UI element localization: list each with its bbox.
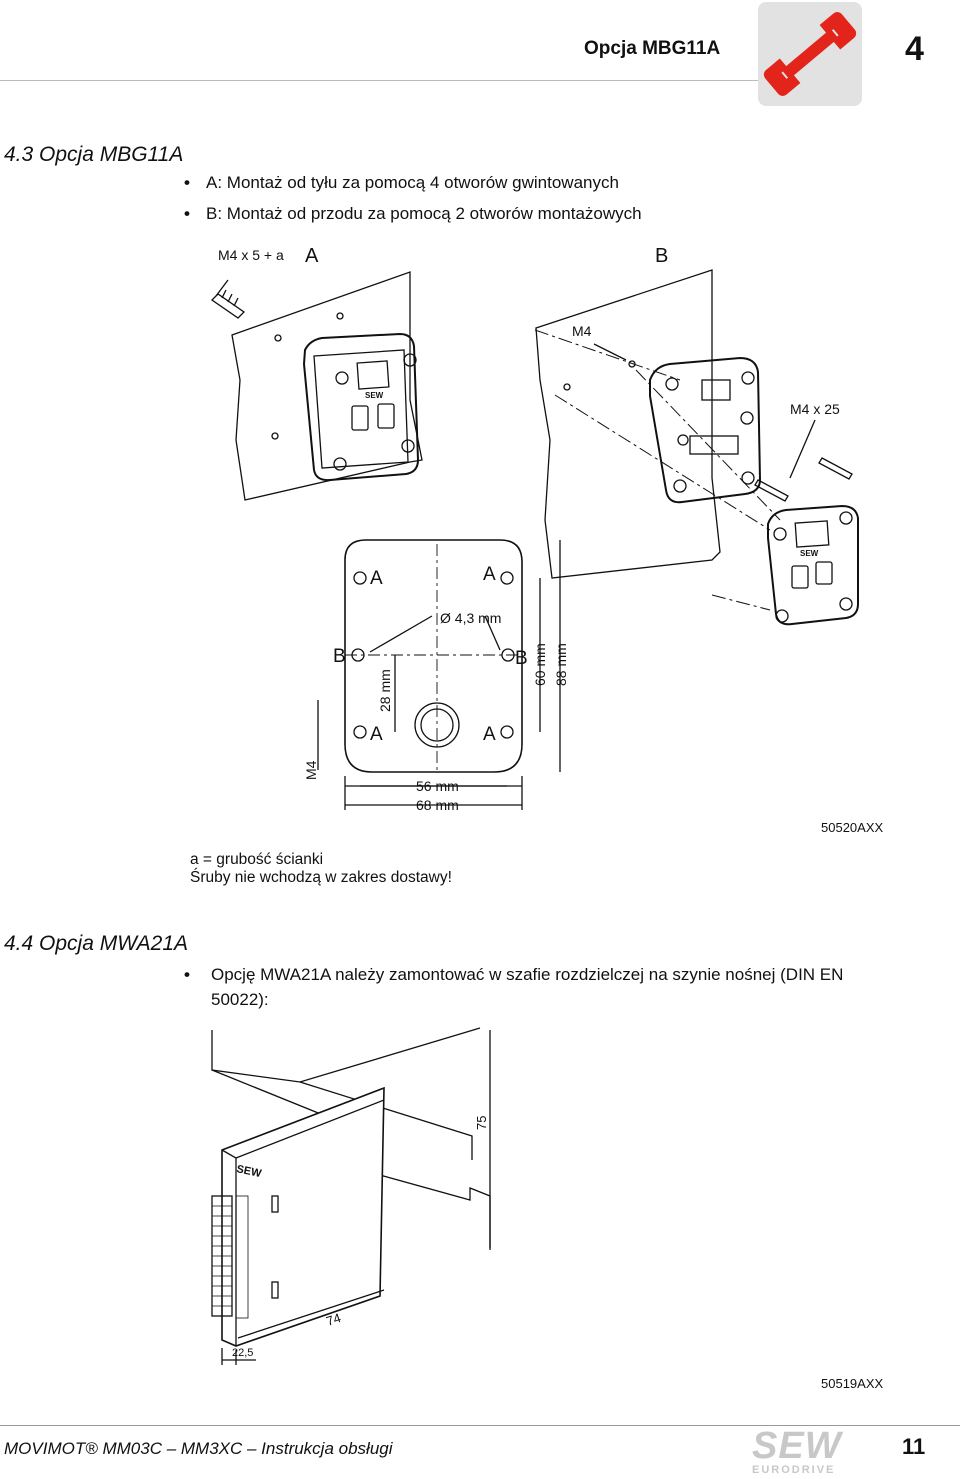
- fig-label-m4-side: M4: [303, 760, 319, 780]
- fig-label-hole-dia: Ø 4,3 mm: [440, 610, 501, 626]
- note-screws: Śruby nie wchodzą w zakres dostawy!: [190, 869, 452, 886]
- note-wall-thickness: a = grubość ścianki: [190, 851, 324, 868]
- fig-label-b: B: [655, 245, 668, 267]
- figure-ref: 50520AXX: [821, 820, 884, 835]
- sew-eurodrive-logo: SEW EURODRIVE: [752, 1425, 862, 1476]
- flat-label-a: A: [370, 724, 383, 745]
- footer-doc-title: MOVIMOT® MM03C – MM3XC – Instrukcja obsł…: [4, 1439, 393, 1458]
- mbg11a-mounting-figure: M4 x 5 + a A B M4 M4 x 25 A A B B A A Ø …: [210, 245, 859, 813]
- device-brand: SEW: [800, 549, 819, 558]
- bullet-text: Opcję MWA21A należy zamontować w szafie …: [211, 965, 844, 1009]
- mwa21a-rail-figure: 75 74 22,5 SEW: [211, 1027, 491, 1365]
- flat-label-b: B: [333, 646, 346, 667]
- section-heading-4-4: 4.4 Opcja MWA21A: [4, 932, 189, 955]
- section-heading-4-3: 4.3 Opcja MBG11A: [4, 143, 184, 166]
- fig-label-75: 75: [474, 1116, 489, 1130]
- wrench-tab: [758, 2, 862, 106]
- bullet-item: •Opcję MWA21A należy zamontować w szafie…: [184, 962, 904, 1012]
- footer-divider: [0, 1425, 960, 1426]
- bullet-item: •A: Montaż od tyłu za pomocą 4 otworów g…: [184, 173, 619, 192]
- fig-label-screw-a: M4 x 5 + a: [218, 247, 284, 263]
- header-divider: [0, 80, 758, 81]
- chapter-number: 4: [905, 30, 924, 68]
- wrench-icon: [763, 12, 857, 96]
- fig-label-60: 60 mm: [532, 643, 548, 686]
- fig-label-74: 74: [324, 1310, 342, 1329]
- page-number: 11: [902, 1434, 926, 1459]
- fig-label-22-5: 22,5: [232, 1347, 253, 1359]
- bullet-text: A: Montaż od tyłu za pomocą 4 otworów gw…: [206, 173, 619, 192]
- fig-label-28: 28 mm: [377, 669, 393, 712]
- fig-label-56: 56 mm: [416, 778, 459, 794]
- fig-label-68: 68 mm: [416, 797, 459, 813]
- fig-label-screw-b: M4 x 25: [790, 401, 840, 417]
- bullet-item: •B: Montaż od przodu za pomocą 2 otworów…: [184, 204, 642, 223]
- bullet-text: B: Montaż od przodu za pomocą 2 otworów …: [206, 204, 642, 223]
- flat-label-a: A: [370, 568, 383, 589]
- fig-label-a: A: [305, 245, 319, 267]
- flat-label-b: B: [515, 648, 528, 669]
- logo-subtext: EURODRIVE: [752, 1464, 836, 1476]
- module-brand: SEW: [235, 1163, 263, 1180]
- logo-text: SEW: [752, 1425, 842, 1467]
- fig-label-m4-top: M4: [572, 323, 592, 339]
- figure-ref: 50519AXX: [821, 1376, 884, 1391]
- flat-label-a: A: [483, 564, 496, 585]
- device-brand: SEW: [365, 391, 384, 400]
- fig-label-88: 88 mm: [553, 643, 569, 686]
- flat-label-a: A: [483, 724, 496, 745]
- header-title: Opcja MBG11A: [584, 38, 721, 59]
